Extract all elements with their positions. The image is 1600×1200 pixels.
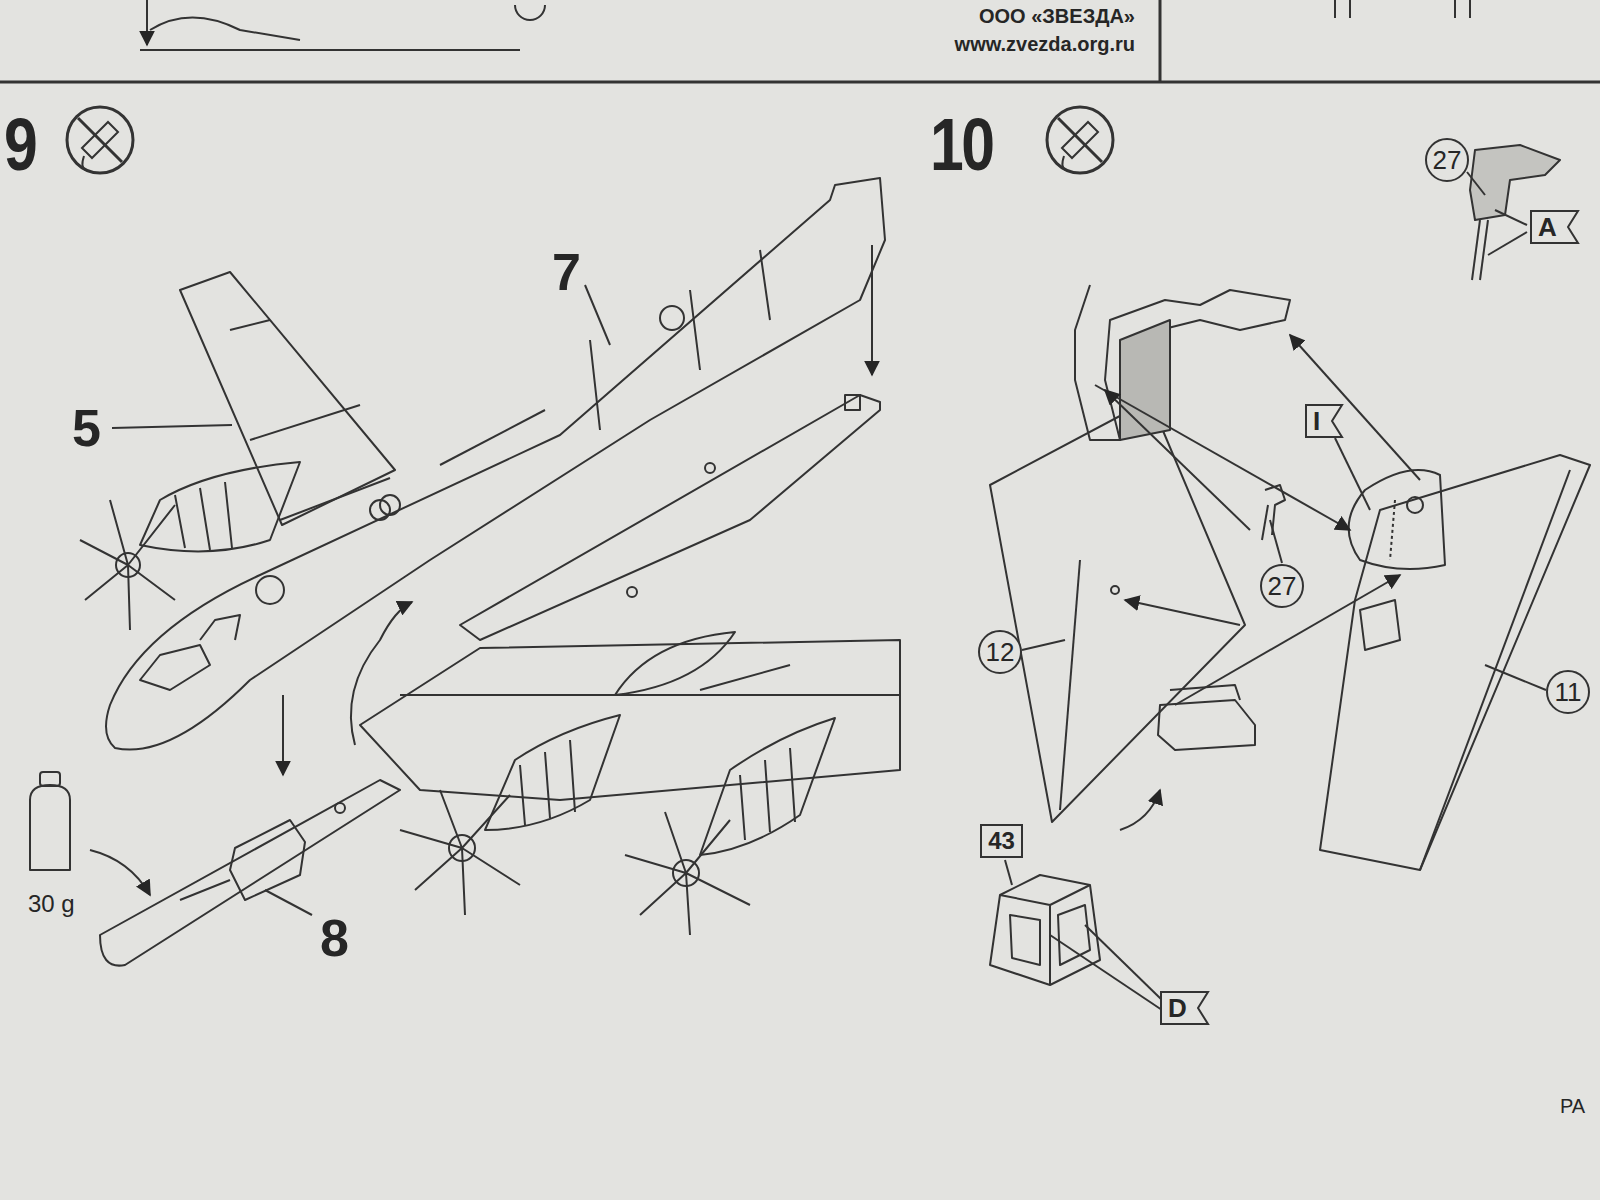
callout-number: 11: [1555, 679, 1582, 705]
part-number-circle: 12: [978, 630, 1022, 674]
callout-number: 12: [986, 639, 1015, 665]
step-panel: 1027AI27121143D: [922, 84, 1600, 1120]
flag-outline: [1305, 404, 1343, 438]
callout-number: D: [1168, 995, 1187, 1021]
part-number-box: 43: [980, 824, 1023, 858]
part-number: 7: [552, 246, 581, 298]
publisher-text: ООО «ЗВЕЗДА»: [979, 6, 1135, 26]
step-number: 9: [4, 108, 35, 182]
step-number: 10: [930, 108, 993, 182]
step-panel: 9: [0, 84, 922, 1120]
callout-number: I: [1313, 408, 1320, 434]
callout-number: A: [1538, 214, 1557, 240]
part-number: 5: [72, 402, 101, 454]
page-mark: PA: [1560, 1096, 1585, 1116]
callout-number: 27: [1433, 147, 1462, 173]
part-number-circle: 27: [1260, 564, 1304, 608]
callout-number: 27: [1268, 573, 1297, 599]
paint-code-flag: D: [1160, 991, 1209, 1025]
paint-code-flag: A: [1530, 210, 1579, 244]
callout-number: 43: [988, 829, 1015, 853]
weight-note: 30 g: [28, 892, 75, 916]
part-number-circle: 27: [1425, 138, 1469, 182]
paint-code-flag: I: [1305, 404, 1343, 438]
part-number: 8: [320, 912, 349, 964]
part-number-circle: 11: [1546, 670, 1590, 714]
publisher-text: www.zvezda.org.ru: [955, 34, 1135, 54]
